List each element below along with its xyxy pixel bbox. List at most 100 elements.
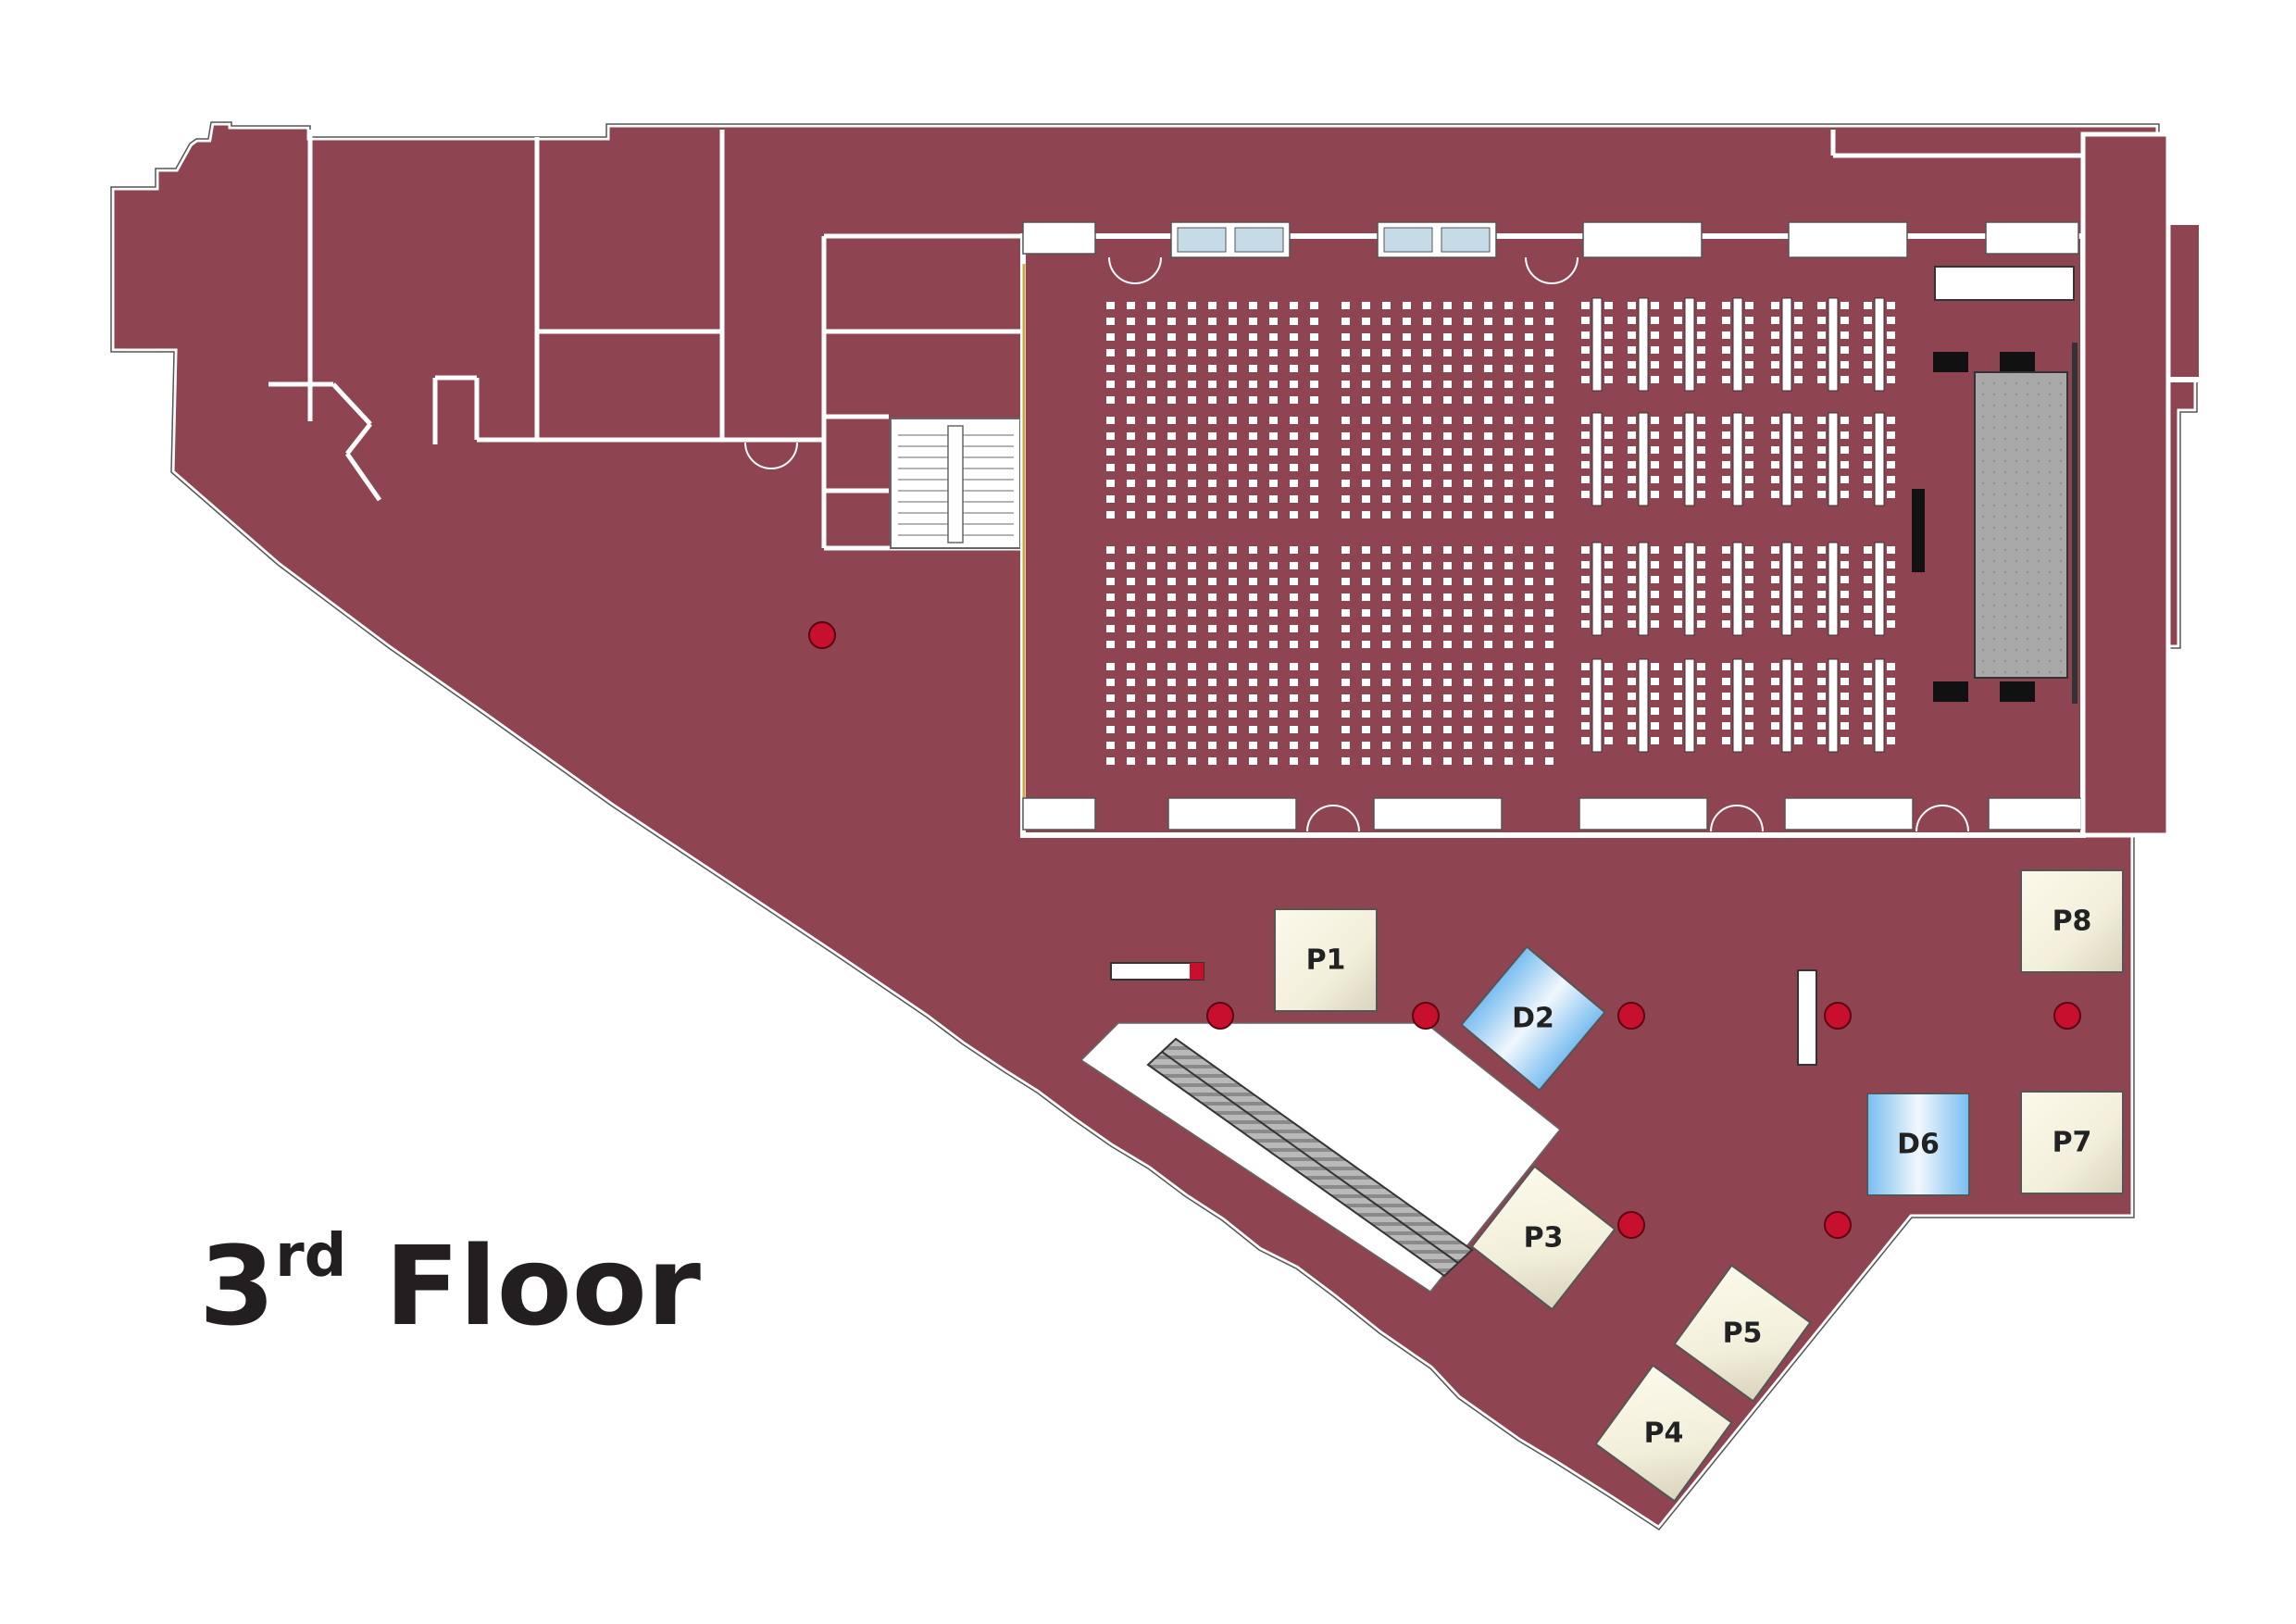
booth-p3[interactable]: P3 [1470,1165,1616,1311]
chair [1651,693,1659,700]
chair [1604,546,1613,554]
pillar-icon [2053,1002,2081,1030]
seat [1443,417,1452,424]
seat [1504,609,1513,617]
seat [1504,318,1513,325]
booth-p7[interactable]: P7 [2020,1091,2124,1194]
seat [1229,593,1237,601]
seat [1362,365,1370,372]
seat [1403,625,1411,632]
seat [1229,757,1237,765]
seat [1362,318,1370,325]
chair [1841,331,1849,339]
seat [1106,349,1115,356]
seat [1484,480,1492,487]
seat [1341,333,1350,341]
seat [1249,694,1257,702]
seat [1127,333,1135,341]
seat [1382,663,1391,670]
seat [1484,464,1492,471]
seat [1269,663,1278,670]
seat [1208,710,1217,718]
seat [1382,396,1391,404]
seat [1229,349,1237,356]
booth-p4[interactable]: P4 [1594,1364,1733,1503]
chair [1581,376,1590,383]
seat [1504,302,1513,309]
chair [1794,491,1803,498]
seat [1341,349,1350,356]
seat [1423,757,1431,765]
seat [1188,679,1196,686]
booth-p1[interactable]: P1 [1274,908,1378,1012]
chair [1841,417,1849,424]
seat [1127,432,1135,440]
booth-p8[interactable]: P8 [2020,869,2124,973]
chair [1674,663,1682,670]
seat [1545,562,1554,569]
booth-p5[interactable]: P5 [1673,1264,1812,1403]
seat [1362,663,1370,670]
seat [1249,641,1257,648]
chair [1722,678,1730,685]
chair [1887,346,1895,354]
seat [1423,663,1431,670]
chair [1864,331,1872,339]
seat [1443,365,1452,372]
seat [1525,663,1533,670]
chair [1674,546,1682,554]
seat [1423,546,1431,554]
seat [1525,480,1533,487]
seat [1443,432,1452,440]
seat [1229,381,1237,388]
seat [1106,742,1115,749]
seat [1147,679,1155,686]
seat [1106,562,1115,569]
seat [1382,757,1391,765]
seat [1310,625,1318,632]
chair [1651,361,1659,369]
chair [1794,576,1803,583]
seat [1423,480,1431,487]
chair [1722,461,1730,468]
seat [1188,546,1196,554]
seat [1423,432,1431,440]
chair [1817,576,1826,583]
chair [1581,346,1590,354]
seat [1443,609,1452,617]
chair [1817,663,1826,670]
chair [1674,707,1682,715]
chair [1887,461,1895,468]
seat [1382,417,1391,424]
chair [1864,476,1872,483]
seat [1362,432,1370,440]
pillar-icon [1617,1002,1645,1030]
seat [1147,663,1155,670]
chair [1841,317,1849,324]
chair [1887,561,1895,568]
booth-d2[interactable]: D2 [1460,945,1606,1092]
seat [1382,609,1391,617]
chair [1674,491,1682,498]
chair [1674,331,1682,339]
seat [1464,511,1472,518]
chair [1628,317,1636,324]
seat [1290,679,1298,686]
booth-d6[interactable]: D6 [1866,1093,1970,1196]
seat [1106,396,1115,404]
seat [1403,578,1411,585]
seat [1443,333,1452,341]
seat [1525,562,1533,569]
chair [1794,707,1803,715]
chair [1771,620,1779,628]
chair [1604,476,1613,483]
seat [1310,349,1318,356]
seat [1341,318,1350,325]
seat [1464,365,1472,372]
chair [1771,737,1779,744]
chair [1745,446,1753,454]
seat [1484,381,1492,388]
chair [1722,361,1730,369]
seat [1167,625,1176,632]
seat [1341,480,1350,487]
